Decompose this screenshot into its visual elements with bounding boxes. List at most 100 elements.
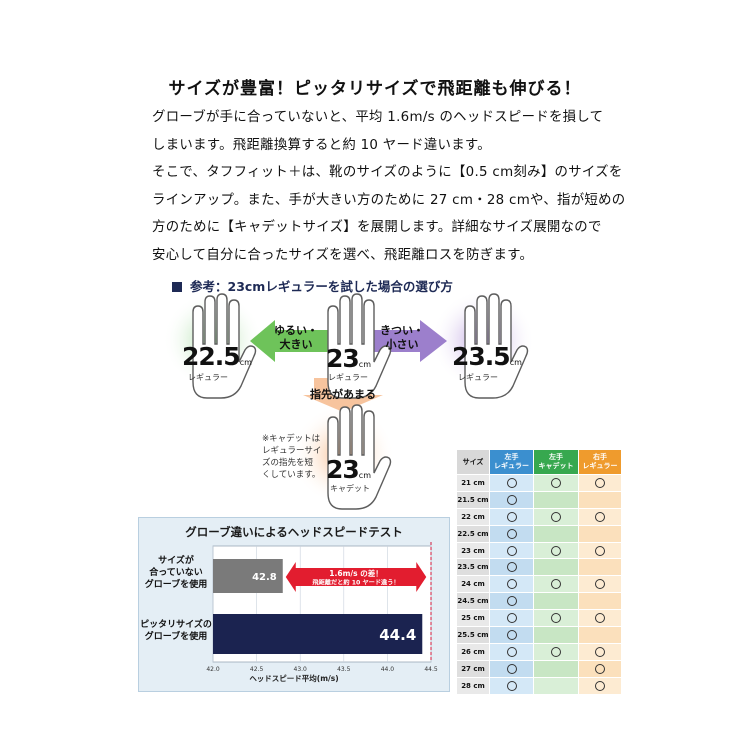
header-text: キャデット	[538, 462, 574, 470]
circle-mark-icon	[551, 579, 561, 590]
size-value: 23	[326, 344, 360, 373]
availability-cell	[489, 642, 534, 661]
circle-mark-icon	[506, 562, 517, 573]
availability-cell	[533, 676, 579, 695]
reference-title-text: 参考：23cmレギュラーを試した場合の選び方	[190, 279, 453, 294]
intro-paragraph: グローブが手に合っていないと、平均 1.6m/s のヘッドスピードを損して しま…	[152, 104, 626, 269]
size-label-23-5: 23.5cm	[452, 342, 522, 371]
availability-cell	[533, 541, 579, 560]
bar-value-label: 44.4	[379, 626, 416, 644]
circle-mark-icon	[506, 494, 517, 505]
right-arrow-line: きつい・	[380, 324, 424, 337]
availability-cell	[578, 642, 622, 661]
availability-cell	[533, 642, 579, 661]
type-label: レギュラー	[328, 373, 368, 382]
paragraph-line: ラインアップ。また、手が大きい方のために 27 cm・28 cmや、指が短めの	[152, 192, 626, 208]
annotation-line: 飛距離だと約 10 ヤード違う！	[311, 579, 399, 587]
header-text: サイズ	[462, 457, 484, 466]
chart-title-text: グローブ違いによるヘッドスピードテスト	[177, 525, 411, 539]
availability-cell	[533, 626, 579, 644]
size-unit: cm	[358, 360, 371, 369]
header-text: 左手	[549, 453, 563, 461]
bar-value-label: 42.8	[252, 572, 277, 583]
reference-title: 参考：23cmレギュラーを試した場合の選び方	[172, 276, 453, 295]
circle-mark-icon	[506, 528, 517, 539]
circle-mark-icon	[506, 511, 517, 522]
left-arrow	[250, 320, 332, 362]
availability-cell	[489, 490, 534, 509]
header-size: サイズ	[456, 449, 490, 475]
table-row: 21.5 cm	[456, 490, 622, 509]
circle-mark-icon	[595, 545, 605, 556]
paragraph-line: しまいます。飛距離換算すると約 10 ヤード違います。	[152, 137, 491, 153]
x-tick-label: 43.0	[294, 666, 308, 673]
size-value: 22.5	[182, 342, 241, 371]
availability-cell	[489, 592, 534, 611]
table-row: 24 cm	[456, 575, 622, 594]
size-cell: 23 cm	[456, 541, 490, 560]
difference-arrow	[285, 562, 427, 592]
category-line: グローブを使用	[144, 580, 208, 590]
header-text: 左手	[504, 453, 519, 461]
square-bullet-icon	[172, 282, 182, 292]
size-label-23: 23cm	[326, 344, 371, 373]
size-cell: 21.5 cm	[456, 490, 490, 509]
table-row: 22 cm	[456, 507, 622, 526]
down-arrow-label: 指先があまる	[310, 388, 376, 401]
availability-cell	[489, 575, 534, 594]
x-tick-label: 42.5	[250, 666, 264, 673]
category-label-fit: ピッタリサイズの グローブを使用	[139, 619, 213, 643]
size-cell: 27 cm	[456, 659, 490, 678]
circle-mark-icon	[595, 579, 605, 590]
circle-mark-icon	[506, 596, 517, 607]
table-row: 28 cm	[456, 676, 622, 695]
availability-cell	[489, 558, 534, 577]
header-left-regular: 左手レギュラー	[489, 449, 534, 475]
paragraph-line: 方のために【キャデットサイズ】を展開します。詳細なサイズ展開なので	[152, 220, 602, 235]
left-arrow-label: ゆるい・ 大きい	[260, 324, 332, 352]
availability-cell	[578, 659, 622, 678]
size-cell: 22.5 cm	[456, 524, 490, 543]
availability-cell	[489, 609, 534, 628]
circle-mark-icon	[595, 646, 605, 657]
availability-cell	[489, 541, 534, 560]
circle-mark-icon	[595, 680, 605, 691]
availability-cell	[533, 474, 579, 492]
circle-mark-icon	[506, 477, 517, 488]
size-cell: 28 cm	[456, 676, 490, 695]
size-cell: 25 cm	[456, 609, 490, 628]
table-row: 23.5 cm	[456, 558, 622, 577]
size-cell: 26 cm	[456, 642, 490, 661]
availability-cell	[578, 474, 622, 492]
circle-mark-icon	[506, 545, 517, 556]
note-line: ※キャデットは	[262, 434, 321, 444]
head-speed-chart: グローブ違いによるヘッドスピードテスト サイズが 合っていない グローブを使用 …	[138, 517, 450, 692]
header-left-cadet: 左手キャデット	[533, 449, 579, 475]
circle-mark-icon	[551, 511, 561, 522]
size-cell: 24 cm	[456, 575, 490, 594]
bar	[213, 559, 283, 593]
size-cell: 21 cm	[456, 474, 490, 492]
circle-mark-icon	[595, 511, 605, 522]
circle-mark-icon	[506, 663, 517, 674]
circle-mark-icon	[506, 646, 517, 657]
note-line: レギュラーサイ	[262, 446, 322, 456]
availability-cell	[533, 524, 579, 543]
type-label: レギュラー	[188, 373, 228, 382]
circle-mark-icon	[506, 613, 517, 624]
availability-cell	[578, 592, 622, 611]
table-row: 22.5 cm	[456, 524, 622, 543]
size-cell: 25.5 cm	[456, 626, 490, 644]
size-unit: cm	[239, 358, 252, 367]
availability-cell	[578, 575, 622, 594]
x-axis-label: ヘッドスピード平均(m/s)	[249, 674, 339, 683]
availability-cell	[578, 507, 622, 526]
paragraph-line: そこで、タフフィット＋は、靴のサイズのように【0.5 cm刻み】のサイズを	[152, 165, 623, 180]
header-text: 右手	[593, 453, 607, 461]
size-value: 23	[326, 455, 360, 484]
circle-mark-icon	[551, 545, 561, 556]
availability-cell	[578, 676, 622, 695]
table-row: 26 cm	[456, 642, 622, 661]
